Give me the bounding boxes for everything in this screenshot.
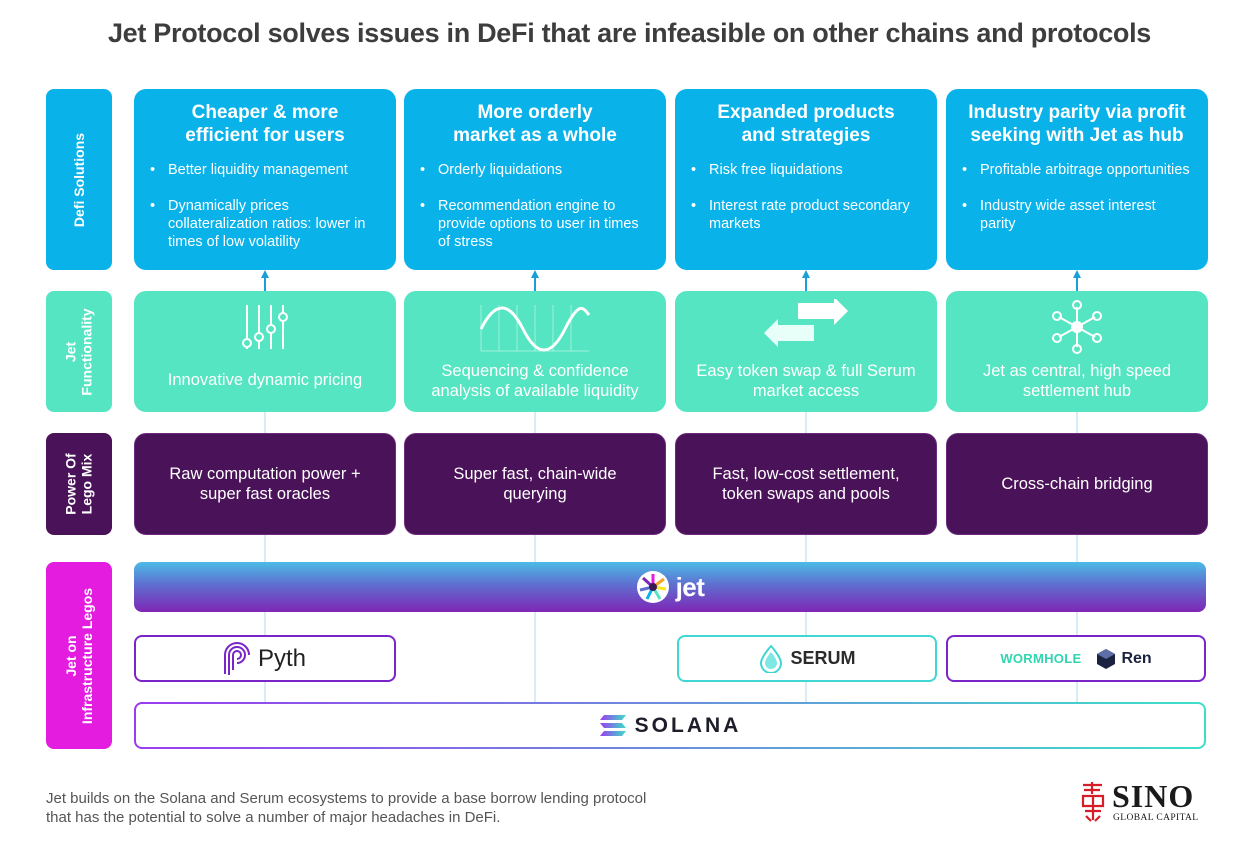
sliders-icon — [242, 305, 288, 349]
ren-logo-icon — [1097, 648, 1116, 669]
arrow-up-icon — [261, 270, 269, 278]
functionality-card: Sequencing & confidence analysis of avai… — [404, 291, 666, 412]
guide-line — [805, 412, 807, 434]
solution-bullets: Profitable arbitrage opportunities Indus… — [962, 161, 1194, 233]
serum-box: SERUM — [677, 635, 937, 682]
brand-subtitle: GLOBAL CAPITAL — [1113, 813, 1199, 823]
jet-wordmark: jet — [675, 571, 705, 602]
pyth-logo-icon — [223, 641, 250, 675]
functionality-label: Easy token swap & full Serum market acce… — [696, 362, 916, 400]
functionality-label: Sequencing & confidence analysis of avai… — [431, 362, 639, 400]
bullet-item: Better liquidity management — [150, 161, 382, 179]
lego-label: Super fast, chain-wide querying — [453, 465, 617, 503]
guide-line — [534, 412, 536, 434]
bullet-item: Dynamically prices collateralization rat… — [150, 197, 382, 251]
connector-arrow — [534, 278, 536, 292]
functionality-card: Jet as central, high speed settlement hu… — [946, 291, 1208, 412]
page-title: Jet Protocol solves issues in DeFi that … — [107, 18, 1152, 48]
functionality-card: Innovative dynamic pricing — [134, 291, 396, 412]
lego-card: Super fast, chain-wide querying — [404, 433, 666, 535]
sino-seal-icon — [1081, 782, 1105, 822]
lego-card: Cross-chain bridging — [946, 433, 1208, 535]
connector-arrow — [264, 278, 266, 292]
functionality-card: Easy token swap & full Serum market acce… — [675, 291, 937, 412]
jet-logo-icon — [636, 571, 669, 603]
arrow-up-icon — [1073, 270, 1081, 278]
bullet-item: Industry wide asset interest parity — [962, 197, 1194, 233]
solana-bar: SOLANA — [134, 702, 1206, 749]
sino-logo: SINO GLOBAL CAPITAL — [1080, 778, 1210, 826]
lego-label: Fast, low-cost settlement, token swaps a… — [712, 465, 900, 503]
hub-network-icon — [1052, 300, 1102, 354]
connector-arrow — [805, 278, 807, 292]
solana-wordmark: SOLANA — [634, 713, 742, 737]
jet-bar: jet — [134, 562, 1206, 612]
swap-arrows-icon — [764, 299, 848, 347]
footer-line: that has the potential to solve a number… — [46, 809, 501, 826]
arrow-up-icon — [531, 270, 539, 278]
bullet-item: Interest rate product secondary markets — [691, 197, 923, 233]
guide-line — [264, 412, 266, 434]
bridge-box: WORMHOLE Ren — [946, 635, 1206, 682]
bullet-item: Profitable arbitrage opportunities — [962, 161, 1194, 179]
pyth-box: Pyth — [134, 635, 396, 682]
lego-card: Fast, low-cost settlement, token swaps a… — [675, 433, 937, 535]
row-label-text: Defi Solutions — [71, 132, 87, 227]
lego-label: Raw computation power + super fast oracl… — [169, 465, 361, 503]
pyth-wordmark: Pyth — [257, 644, 307, 672]
guide-line — [534, 535, 536, 749]
bullet-item: Orderly liquidations — [420, 161, 652, 179]
arrow-up-icon — [802, 270, 810, 278]
connector-arrow — [1076, 278, 1078, 292]
guide-line — [1076, 412, 1078, 434]
lego-label: Cross-chain bridging — [1001, 475, 1153, 493]
functionality-label: Innovative dynamic pricing — [167, 371, 363, 389]
serum-logo-icon — [760, 644, 783, 673]
wormhole-wordmark: WORMHOLE — [1000, 651, 1082, 666]
solution-bullets: Orderly liquidations Recommendation engi… — [420, 161, 652, 251]
ren-wordmark: Ren — [1121, 649, 1152, 667]
bullet-item: Recommendation engine to provide options… — [420, 197, 652, 251]
brand-name: SINO — [1112, 778, 1195, 814]
footer-line: Jet builds on the Solana and Serum ecosy… — [46, 790, 647, 807]
solution-bullets: Better liquidity management Dynamically … — [150, 161, 382, 251]
sine-wave-icon — [479, 305, 591, 352]
lego-card: Raw computation power + super fast oracl… — [134, 433, 396, 535]
solution-bullets: Risk free liquidations Interest rate pro… — [691, 161, 923, 233]
serum-wordmark: SERUM — [790, 648, 856, 668]
row-label-defi-solutions: Defi Solutions — [46, 89, 112, 270]
footer-note: Jet builds on the Solana and Serum ecosy… — [46, 789, 766, 827]
solana-logo-icon — [599, 714, 626, 736]
bullet-item: Risk free liquidations — [691, 161, 923, 179]
functionality-label: Jet as central, high speed settlement hu… — [982, 362, 1172, 400]
